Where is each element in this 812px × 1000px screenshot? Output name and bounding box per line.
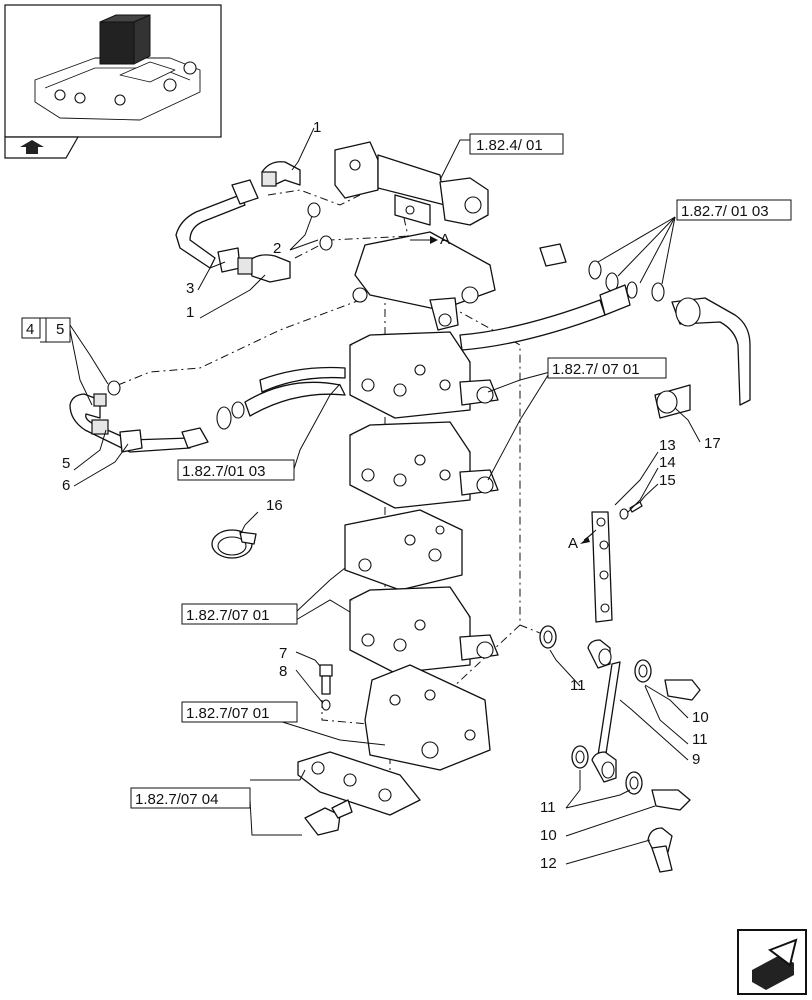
label-13: 13 xyxy=(659,437,676,454)
linkage-plate xyxy=(591,501,643,623)
svg-text:4: 4 xyxy=(26,321,34,338)
label-11-left: 11 xyxy=(570,677,586,694)
ref-box-low[interactable]: 1.82.7/07 01 xyxy=(181,701,298,723)
marker-a-side: A xyxy=(568,535,578,552)
label-5-bottom: 5 xyxy=(62,455,70,472)
upper-left-pipe xyxy=(175,161,333,283)
right-pipe xyxy=(459,243,751,419)
ref-box-pipe[interactable]: 1.82.7/01 03 xyxy=(177,459,295,481)
end-plate xyxy=(364,664,491,771)
svg-text:1.82.7/07 01: 1.82.7/07 01 xyxy=(186,607,269,624)
hose-clamp xyxy=(211,529,257,559)
back-arrow-icon[interactable] xyxy=(4,136,80,159)
thumbnail-panel[interactable] xyxy=(4,4,222,138)
leader-lines xyxy=(69,127,701,865)
svg-text:1.82.7/07 04: 1.82.7/07 04 xyxy=(135,791,218,808)
svg-text:1.82.7/ 07 01: 1.82.7/ 07 01 xyxy=(552,361,640,378)
arrow-a-top: A xyxy=(410,231,450,248)
next-page-arrow-icon[interactable] xyxy=(737,929,807,995)
label-15: 15 xyxy=(659,472,676,489)
label-5-top: 5 xyxy=(56,321,64,338)
label-1-top: 1 xyxy=(313,119,321,136)
label-6: 6 xyxy=(62,477,70,494)
valve-block-3 xyxy=(344,509,463,591)
arrow-a-side: A xyxy=(568,533,593,552)
valve-block-1 xyxy=(349,331,499,419)
part-4-box: 4 xyxy=(21,317,71,343)
ref-box-mid[interactable]: 1.82.7/07 01 xyxy=(181,603,298,625)
valve-block-4 xyxy=(349,586,499,674)
label-7: 7 xyxy=(279,645,287,662)
label-10-bottom: 10 xyxy=(540,827,557,844)
label-12: 12 xyxy=(540,855,557,872)
label-17: 17 xyxy=(704,435,721,452)
marker-a-top: A xyxy=(440,231,450,248)
label-9: 9 xyxy=(692,751,700,768)
svg-text:1.82.4/ 01: 1.82.4/ 01 xyxy=(476,137,543,154)
label-1-bottom: 1 xyxy=(186,304,194,321)
valve-block-2 xyxy=(349,421,499,509)
tractor-lift-thumbnail-icon xyxy=(34,14,201,121)
lower-left-pipe xyxy=(69,366,346,453)
linkage-rod xyxy=(539,625,701,873)
label-10-top: 10 xyxy=(692,709,709,726)
label-3: 3 xyxy=(186,280,194,297)
label-14: 14 xyxy=(659,454,676,471)
svg-text:1.82.7/07 01: 1.82.7/07 01 xyxy=(186,705,269,722)
mounting-bracket xyxy=(297,751,421,836)
label-11-right: 11 xyxy=(692,731,708,748)
part-number-labels: 1 2 3 1 5 5 6 16 7 8 13 14 15 17 11 10 1… xyxy=(56,119,721,872)
ref-box-top[interactable]: 1.82.4/ 01 xyxy=(469,133,564,155)
label-16: 16 xyxy=(266,497,283,514)
svg-text:1.82.7/ 01 03: 1.82.7/ 01 03 xyxy=(681,203,769,220)
ref-box-valve[interactable]: 1.82.7/ 07 01 xyxy=(547,357,667,379)
svg-text:1.82.7/01 03: 1.82.7/01 03 xyxy=(182,463,265,480)
ref-box-right[interactable]: 1.82.7/ 01 03 xyxy=(676,199,792,221)
ref-box-bracket[interactable]: 1.82.7/07 04 xyxy=(130,787,251,809)
bolt-7-8 xyxy=(319,664,333,711)
label-8: 8 xyxy=(279,663,287,680)
control-unit xyxy=(334,141,496,331)
label-2: 2 xyxy=(273,240,281,257)
label-11-bottom: 11 xyxy=(540,799,556,816)
